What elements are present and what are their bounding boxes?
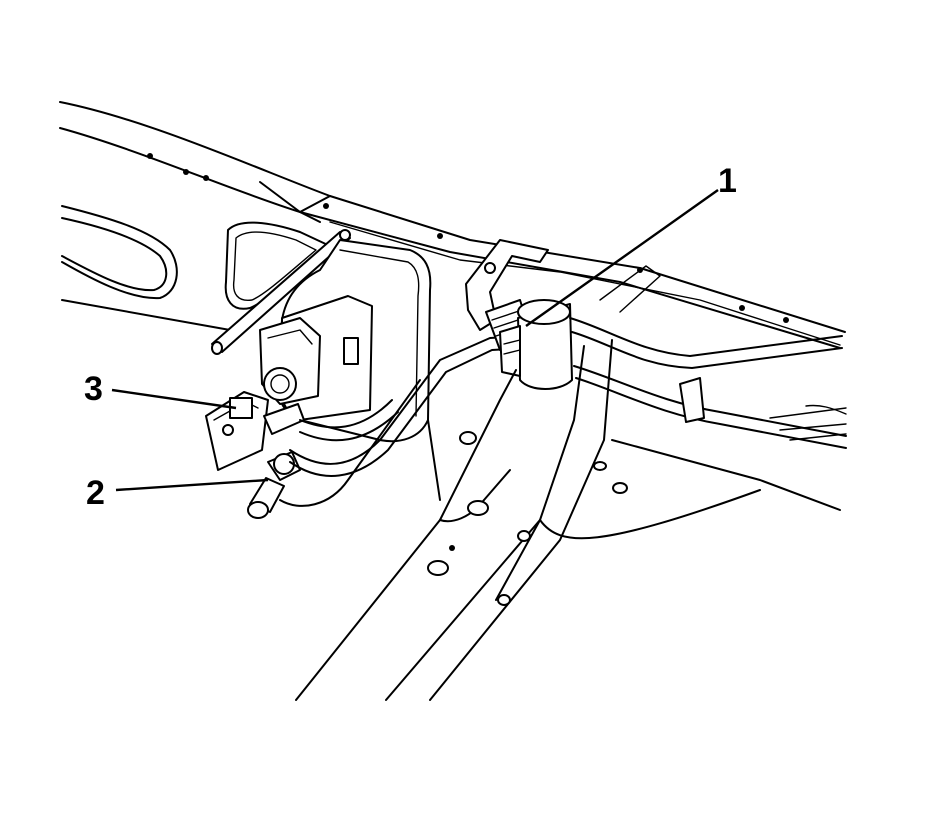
frame-crossmember [59,101,846,349]
leader-line-2 [115,478,269,492]
callout-label-2: 2 [86,474,105,512]
callout-label-3: 3 [84,370,103,408]
frame-rail-lower [295,339,841,701]
leader-line-3 [111,388,237,410]
callout-label-1: 1 [718,162,737,200]
purge-fitting [247,451,301,519]
fuel-lines-right [569,265,847,449]
vent-rod [211,229,351,355]
canister-bracket [205,391,305,471]
callout-leaders [111,189,719,492]
leader-line-1 [525,189,719,327]
evap-canister [259,239,432,443]
evap-hoses [279,333,563,507]
